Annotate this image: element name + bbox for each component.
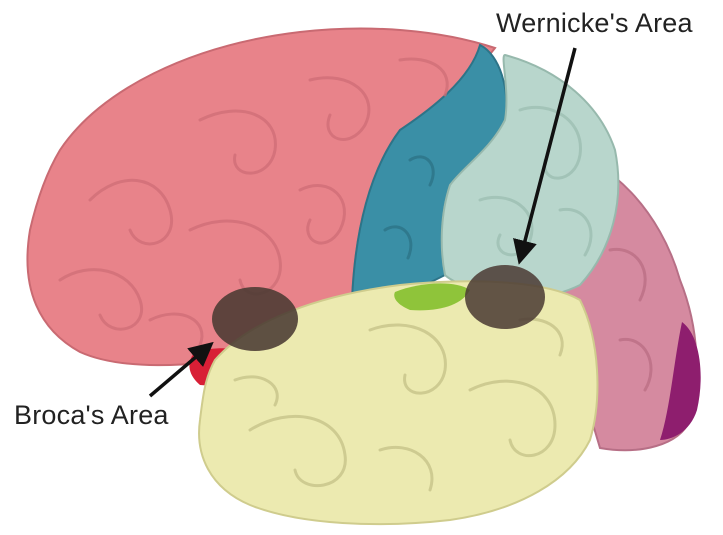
broca-area-label: Broca's Area: [14, 400, 169, 431]
broca-area-marker: [212, 287, 298, 351]
wernicke-area-label: Wernicke's Area: [496, 8, 693, 39]
wernicke-area-marker: [465, 265, 545, 329]
